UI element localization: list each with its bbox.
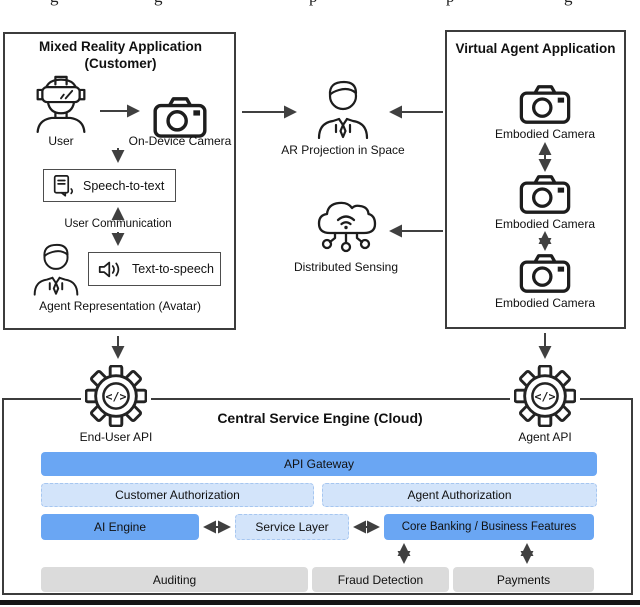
on-device-camera-label: On-Device Camera: [128, 134, 232, 148]
vr-user-icon: [36, 75, 86, 134]
embodied-camera-label-3: Embodied Camera: [494, 296, 596, 310]
user-label: User: [48, 134, 74, 148]
embodied-camera-icon-1: [519, 85, 571, 124]
end-user-api-gear-icon: [85, 365, 147, 427]
agent-representation-label: Agent Representation (Avatar): [39, 299, 201, 313]
user-communication-label: User Communication: [64, 218, 172, 230]
fraud-detection-bar: Fraud Detection: [312, 567, 449, 592]
cropped-caption-strip: g g p p g: [0, 0, 640, 8]
speech-to-text-box: Speech-to-text: [43, 169, 176, 202]
distributed-sensing-label: Distributed Sensing: [293, 260, 399, 274]
text-to-speech-box: Text-to-speech: [88, 252, 221, 286]
embodied-camera-icon-3: [519, 254, 571, 293]
caption-mark: g: [154, 0, 163, 7]
agent-avatar-icon: [33, 243, 79, 296]
on-device-camera-icon: [153, 97, 207, 138]
customer-authorization-bar: Customer Authorization: [41, 483, 314, 507]
end-user-api-label: End-User API: [79, 430, 153, 444]
cloud-engine-title: Central Service Engine (Cloud): [217, 410, 423, 426]
mr-app-title-line1: Mixed Reality Application: [38, 39, 203, 54]
mr-app-title-line2: (Customer): [84, 56, 157, 71]
api-gateway-bar: API Gateway: [41, 452, 597, 476]
mr-app-title: Mixed Reality Application (Customer): [13, 38, 228, 72]
caption-mark: p: [446, 0, 455, 7]
service-layer-bar: Service Layer: [235, 514, 349, 540]
embodied-camera-icon-2: [519, 175, 571, 214]
payments-bar: Payments: [453, 567, 594, 592]
ar-projection-label: AR Projection in Space: [281, 143, 405, 157]
caption-mark: g: [564, 0, 573, 7]
ar-projection-icon: [317, 80, 369, 139]
ai-engine-bar: AI Engine: [41, 514, 199, 540]
agent-api-gear-icon: [514, 365, 576, 427]
speech-to-text-label: Speech-to-text: [83, 178, 165, 193]
core-banking-bar: Core Banking / Business Features: [384, 514, 594, 540]
text-to-speech-label: Text-to-speech: [132, 262, 214, 276]
text-to-speech-icon: [98, 261, 120, 277]
distributed-sensing-icon: [317, 201, 377, 253]
image-bottom-edge: [0, 600, 640, 605]
embodied-camera-label-2: Embodied Camera: [494, 217, 596, 231]
embodied-camera-label-1: Embodied Camera: [494, 127, 596, 141]
va-app-title: Virtual Agent Application: [455, 41, 616, 56]
agent-api-label: Agent API: [518, 430, 572, 444]
auditing-bar: Auditing: [41, 567, 308, 592]
speech-to-text-icon: [53, 174, 74, 197]
agent-authorization-bar: Agent Authorization: [322, 483, 597, 507]
caption-mark: p: [309, 0, 318, 7]
caption-mark: g: [50, 0, 59, 7]
